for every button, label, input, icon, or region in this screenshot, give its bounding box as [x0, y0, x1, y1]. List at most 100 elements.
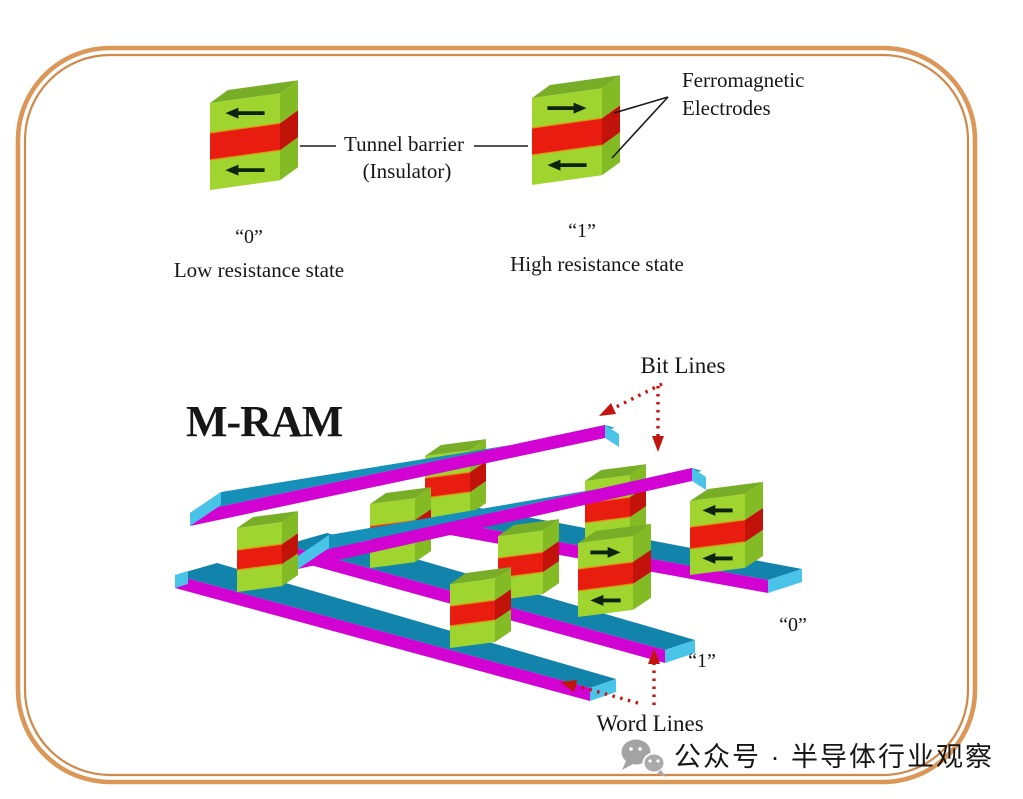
electrode-side-face: [633, 523, 651, 562]
electrode-side-face: [602, 75, 620, 119]
tunnel-barrier-side-face: [470, 461, 486, 493]
border-outer-line: [15, 45, 978, 785]
tunnel-barrier-front-face: [450, 600, 495, 626]
tunnel-barrier-side-face: [745, 507, 763, 542]
tunnel-barrier-front-face: [532, 118, 602, 155]
word-lines-arrowhead-left-icon: [560, 680, 577, 692]
wechat-eye-2: [638, 747, 642, 751]
cell-zero-state-label: “0”: [779, 614, 807, 636]
layer-seam: [584, 516, 631, 524]
electrode-top-face: [532, 75, 620, 98]
tunnel-barrier-side-face: [280, 110, 298, 151]
bar-end-face: [298, 535, 329, 569]
watermark-text: 公众号 · 半导体行业观察: [674, 742, 994, 772]
tunnel-barrier-side-face: [630, 486, 646, 518]
wechat-bubble-large-tail: [622, 761, 633, 770]
electrode-front-face: [450, 620, 495, 648]
electrode-front-face: [450, 578, 495, 606]
bar-front-face: [190, 425, 605, 526]
magnetization-arrow-left-icon: [702, 504, 733, 516]
tunnel-barrier-front-face: [578, 561, 633, 591]
bar-end-face: [605, 425, 619, 447]
wechat-bubble-small: [642, 752, 666, 774]
wechat-bubble-large: [621, 739, 651, 765]
state-one-cell: [577, 523, 651, 617]
bit-line-2: [298, 468, 706, 569]
electrode-side-face: [282, 511, 298, 545]
low-resistance-caption: “0” Low resistance state: [174, 226, 344, 282]
bit-lines-label: Bit Lines: [641, 353, 726, 378]
ferromagnetic-annotation: Ferromagnetic Electrodes: [611, 68, 804, 159]
bar-end-face: [768, 569, 802, 593]
low-resistance-label: Low resistance state: [174, 258, 344, 282]
electrodes-label: Electrodes: [682, 96, 771, 120]
bar-end-face: [175, 571, 188, 588]
electrode-top-face: [370, 487, 431, 504]
electrode-top-face: [425, 439, 486, 456]
electrode-front-face: [498, 530, 543, 558]
magnetization-arrow-left-icon: [702, 552, 733, 564]
word-lines-annotation: Word Lines: [560, 648, 704, 736]
geometry-layer: [175, 75, 802, 701]
bit-lines-arrowhead-down-icon: [652, 436, 664, 452]
wechat-icon: [621, 739, 666, 777]
mtj-low-resistance-cell: [209, 80, 298, 190]
electrode-top-face: [585, 464, 646, 481]
bar-front-face: [175, 575, 590, 701]
tunnel-barrier-side-face: [495, 589, 511, 621]
tunnel-barrier-label: Tunnel barrier: [344, 132, 464, 156]
mram-title: M-RAM: [186, 397, 343, 446]
layer-seam: [531, 117, 603, 129]
electrode-side-face: [280, 137, 298, 181]
rounded-border: [15, 45, 978, 785]
bit-lines-pointer-left-icon: [605, 382, 663, 414]
word-lines-label: Word Lines: [596, 711, 703, 736]
electrode-top-face: [498, 519, 559, 536]
tunnel-barrier-side-face: [633, 549, 651, 584]
electrode-top-face: [210, 80, 298, 103]
bit-lines-annotation: Bit Lines: [599, 353, 726, 452]
layer-seam: [449, 599, 496, 607]
tunnel-barrier-side-face: [282, 533, 298, 565]
electrode-side-face: [602, 132, 620, 176]
bar-end-face: [590, 679, 616, 701]
watermark: 公众号 · 半导体行业观察: [621, 739, 994, 777]
memory-cell: [236, 511, 298, 592]
bit-line-1: [190, 425, 619, 526]
layer-seam: [209, 122, 281, 134]
tunnel-barrier-side-face: [602, 105, 620, 146]
wechat-eye-3: [648, 759, 652, 763]
layer-seam: [689, 541, 746, 550]
magnetization-arrow-right-icon: [590, 546, 621, 558]
cell-one-state-label: “1”: [688, 650, 716, 672]
tunnel-barrier-front-face: [690, 519, 745, 549]
layer-seam: [236, 543, 283, 551]
magnetization-arrow-left-icon: [590, 594, 621, 606]
layer-seam: [424, 471, 471, 479]
wechat-eye-4: [656, 759, 660, 763]
ferromagnetic-leader-top: [613, 96, 669, 114]
tunnel-barrier-front-face: [585, 497, 630, 523]
magnetization-arrow-right-icon: [547, 102, 587, 114]
tunnel-barrier-side-face: [543, 541, 559, 573]
high-resistance-label: High resistance state: [510, 252, 684, 276]
tunnel-barrier-sublabel: (Insulator): [363, 159, 452, 183]
tunnel-barrier-front-face: [237, 544, 282, 570]
electrode-side-face: [280, 80, 298, 124]
layer-seam: [531, 144, 603, 156]
electrode-front-face: [237, 522, 282, 550]
magnetization-arrow-left-icon: [225, 107, 265, 119]
magnetization-arrow-left-icon: [547, 159, 587, 171]
state-one-label: “1”: [568, 220, 596, 242]
bar-front-face: [298, 468, 692, 569]
tunnel-barrier-front-face: [210, 123, 280, 160]
electrode-side-face: [633, 571, 651, 610]
electrode-side-face: [745, 529, 763, 568]
tunnel-barrier-front-face: [425, 472, 470, 498]
electrode-top-face: [690, 481, 763, 501]
electrode-front-face: [237, 564, 282, 592]
mtj-high-resistance-cell: [531, 75, 620, 185]
magnetization-arrow-left-icon: [225, 164, 265, 176]
